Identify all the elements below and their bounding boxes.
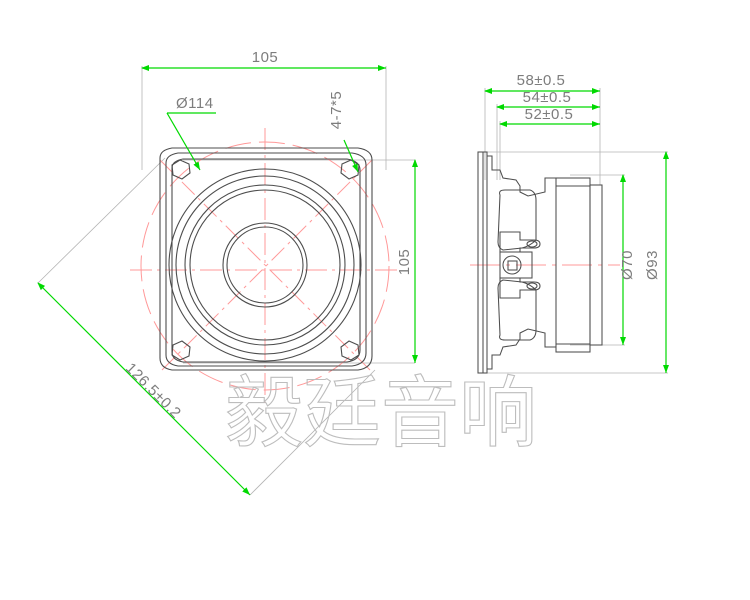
dimtext-depth-58: 58±0.5 (517, 72, 566, 89)
dimtext-depth-54: 54±0.5 (523, 89, 572, 106)
side-view-outline (477, 151, 603, 374)
dimtext-bolt-circle: Ø114 (176, 95, 214, 112)
mounting-hole-top-left (171, 159, 191, 180)
terminal-block (499, 231, 541, 299)
surround-inner-ring (175, 175, 355, 355)
mounting-hole-bottom-right (340, 340, 360, 361)
dimtext-depth-52: 52±0.5 (525, 106, 574, 123)
side-view-group (470, 151, 620, 374)
dimtext-width-105: 105 (252, 49, 279, 66)
cone-rings (168, 168, 362, 362)
terminal-eyelet-upper (526, 240, 538, 248)
terminal-body (499, 251, 533, 279)
leader-line-114 (166, 112, 201, 171)
dimline-diagonal-126 (37, 282, 251, 496)
front-view-group (130, 128, 400, 408)
watermark-text: 毅廷音响 (225, 369, 537, 459)
dimtext-frame-diameter: Ø93 (644, 250, 661, 280)
dustcap-inner-ring (226, 226, 304, 304)
basket-profile-upper (487, 155, 556, 197)
extension-lines (37, 66, 668, 496)
surround-outer-ring (168, 168, 362, 362)
terminal-tab-positive (499, 231, 541, 253)
magnet-backplate (589, 184, 603, 346)
dimtext-height-105: 105 (396, 249, 413, 276)
leader-line-4-7-5 (343, 139, 359, 173)
terminal-tab-negative (499, 277, 541, 299)
cone-outer-ring (184, 184, 346, 346)
dimtext-mounting-holes: 4-7*5 (328, 91, 345, 129)
terminal-eyelet-lower (526, 282, 538, 290)
dustcap-outer-ring (222, 222, 308, 308)
dimension-lines (37, 65, 669, 496)
dimtext-magnet-diameter: Ø70 (619, 250, 636, 280)
dimtext-diagonal: 126.5±0.2 (122, 360, 184, 422)
basket-profile-lower (487, 328, 556, 370)
mounting-hole-top-right (340, 159, 360, 180)
terminal-hole-inner (507, 260, 518, 271)
terminal-hole-outer (502, 255, 522, 275)
bolt-circle (140, 141, 390, 391)
cone-mid-ring (189, 189, 341, 341)
